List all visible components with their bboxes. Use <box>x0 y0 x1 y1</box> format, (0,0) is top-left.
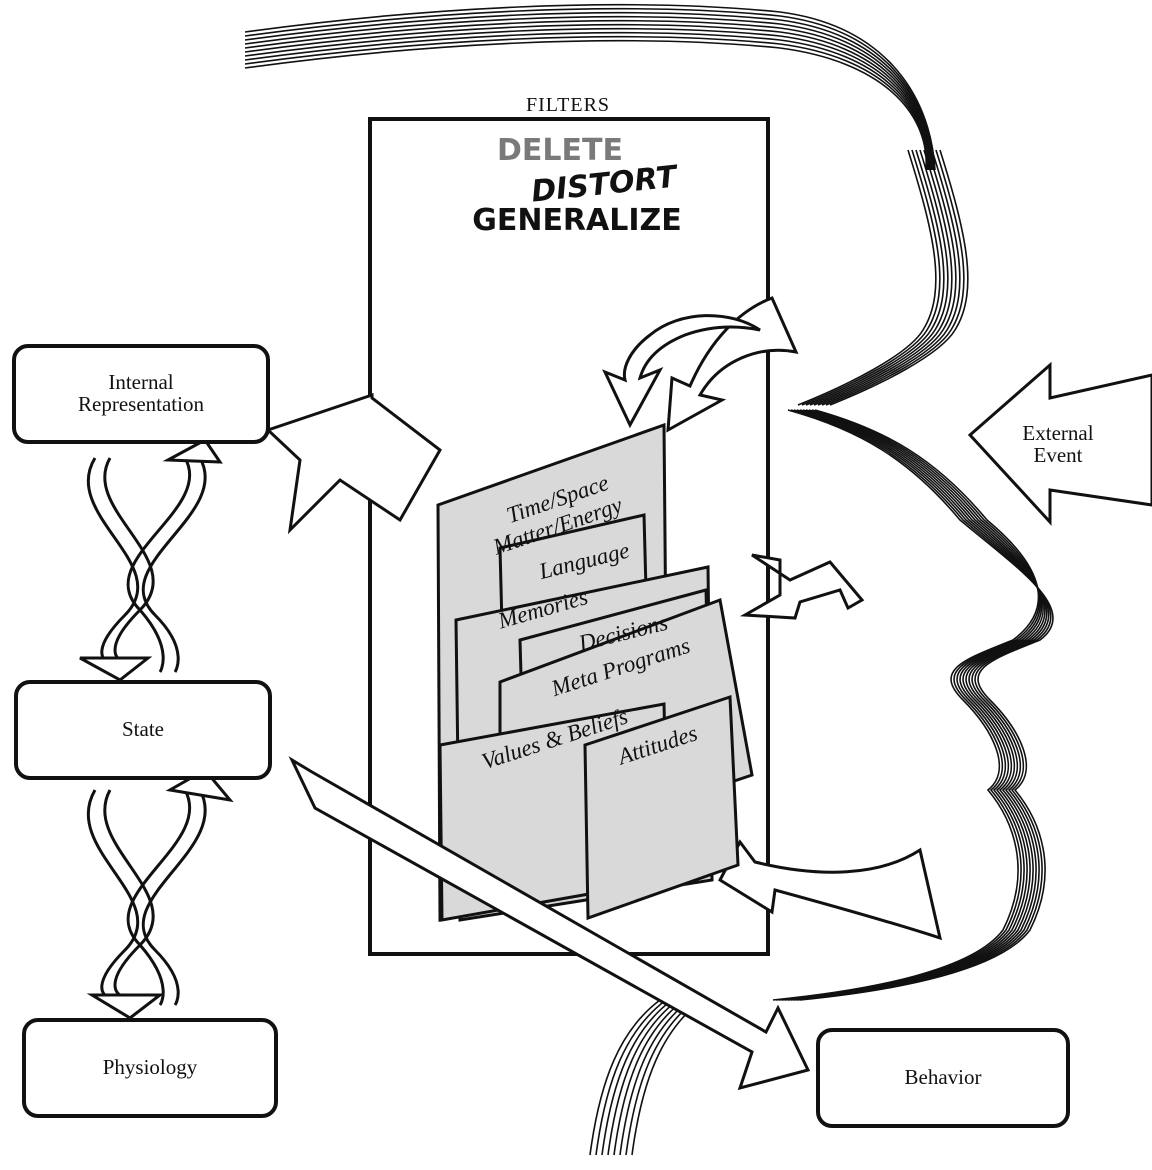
eye-stroke-line <box>772 409 1040 1001</box>
face-stroke-line <box>805 149 945 406</box>
state-box: State <box>14 680 272 780</box>
eye-stroke-line <box>790 409 1048 1001</box>
head-hair-lines <box>244 3 936 171</box>
hair-stroke-line <box>244 3 936 171</box>
hair-stroke-line <box>244 35 928 171</box>
eye-stroke-line <box>775 409 1040 1001</box>
twist-connector-lower <box>86 768 234 1020</box>
head-face-lines <box>797 149 969 406</box>
face-stroke-line <box>813 149 953 406</box>
face-stroke-line <box>829 149 969 406</box>
face-stroke-line <box>801 149 941 406</box>
external-event-label-line1: External <box>1022 421 1093 445</box>
neck-stroke-line <box>619 999 691 1156</box>
filter-cards: Time/Space Matter/Energy Language Memori… <box>436 422 754 922</box>
behavior-box: Behavior <box>816 1028 1070 1128</box>
physiology-box: Physiology <box>22 1018 278 1118</box>
internal-representation-box: Internal Representation <box>12 344 270 444</box>
physiology-label: Physiology <box>103 1055 198 1079</box>
head-neck-lines <box>589 999 703 1156</box>
hair-stroke-line <box>244 23 931 171</box>
neck-stroke-line <box>589 999 661 1156</box>
face-stroke-line <box>817 149 957 406</box>
internal-representation-line1: Internal <box>108 370 173 394</box>
head-eye-lines <box>772 409 1054 1001</box>
delete-label: DELETE <box>497 133 623 168</box>
eye-stroke-line <box>793 409 1050 1001</box>
head-profile <box>244 3 1054 1156</box>
external-event-label-line2: Event <box>1034 443 1083 467</box>
hair-stroke-line <box>244 39 927 171</box>
hair-stroke-line <box>244 11 934 171</box>
eye-stroke-line <box>790 409 1052 1001</box>
hair-stroke-line <box>244 31 929 171</box>
neck-stroke-line <box>613 999 685 1156</box>
filters-title: FILTERS <box>526 94 610 116</box>
eye-stroke-line <box>787 409 1054 1001</box>
internal-representation-line2: Representation <box>78 392 204 416</box>
neck-stroke-line <box>601 999 673 1156</box>
neck-stroke-line <box>607 999 679 1156</box>
face-stroke-line <box>797 149 937 406</box>
eye-stroke-line <box>778 409 1042 1001</box>
state-label: State <box>122 717 164 741</box>
card-attitudes <box>583 694 740 921</box>
twist-connector-upper <box>79 438 223 682</box>
hair-stroke-line <box>244 7 935 171</box>
arrow-to-internal-representation <box>265 392 442 535</box>
face-stroke-line <box>821 149 961 406</box>
behavior-label: Behavior <box>905 1065 982 1089</box>
generalize-label: GENERALIZE <box>472 203 682 238</box>
external-event-arrow: External Event <box>967 361 1152 526</box>
hair-stroke-line <box>244 15 933 171</box>
top-curved-arrow <box>602 296 799 433</box>
face-stroke-line <box>809 149 949 406</box>
hair-stroke-line <box>244 27 930 171</box>
face-stroke-line <box>825 149 965 406</box>
arrow-to-behavior <box>288 756 811 1091</box>
hair-stroke-line <box>244 19 932 171</box>
middle-right-arrow <box>739 553 865 620</box>
eye-stroke-line <box>781 409 1043 1001</box>
eye-stroke-line <box>787 409 1046 1001</box>
eye-stroke-line <box>784 409 1044 1001</box>
neck-stroke-line <box>595 999 667 1156</box>
